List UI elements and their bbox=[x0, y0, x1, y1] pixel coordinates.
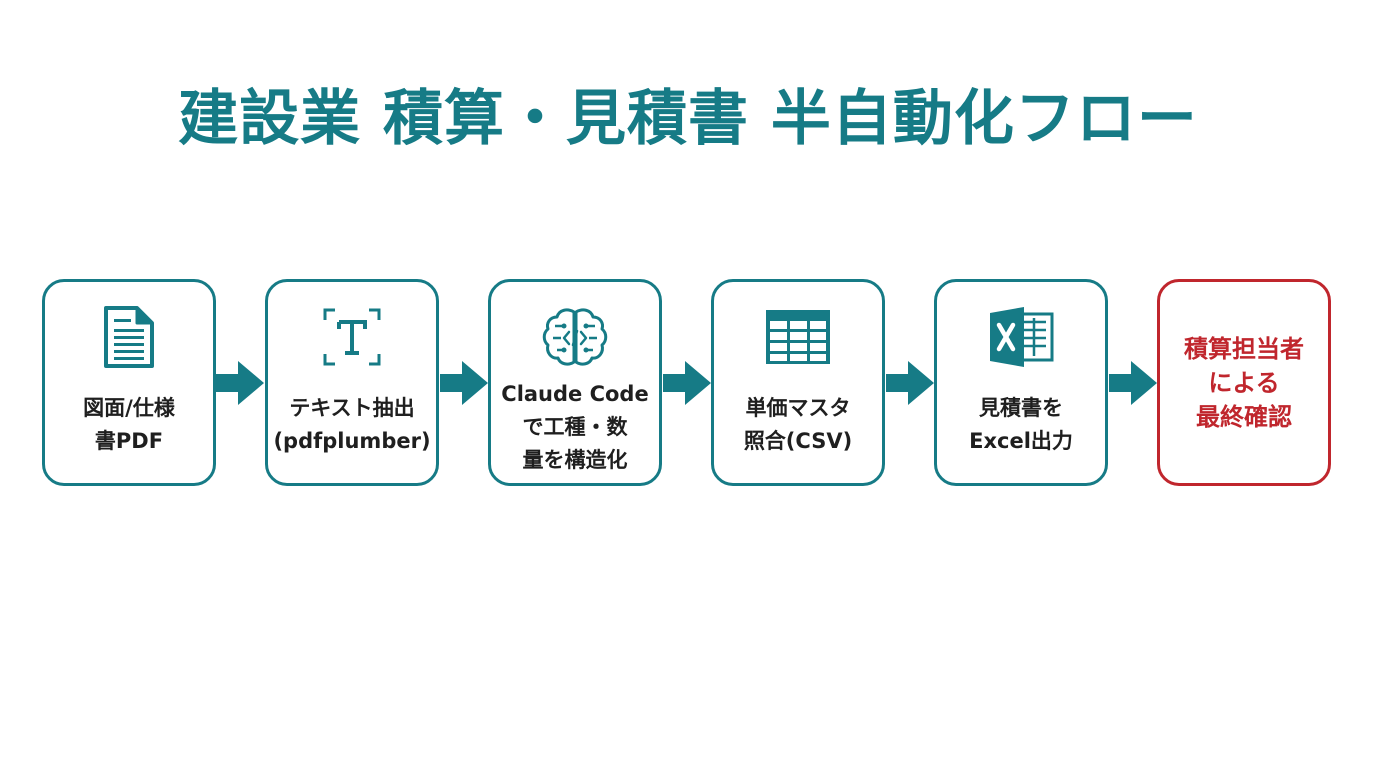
text-extract-icon bbox=[268, 304, 436, 370]
step-label: テキスト抽出 (pdfplumber) bbox=[273, 396, 431, 453]
arrow-right-icon bbox=[440, 361, 488, 405]
page-title: 建設業 積算・見積書 半自動化フロー bbox=[178, 84, 1198, 154]
flow-step-final-review: 積算担当者 による 最終確認 bbox=[1157, 279, 1331, 486]
step-label: Claude Code で工種・数 量を構造化 bbox=[501, 382, 649, 472]
excel-icon bbox=[937, 304, 1105, 370]
document-icon bbox=[45, 304, 213, 370]
step-label: 単価マスタ 照合(CSV) bbox=[743, 396, 853, 453]
step-label: 積算担当者 による 最終確認 bbox=[1184, 335, 1304, 431]
arrow-right-icon bbox=[886, 361, 934, 405]
step-label: 見積書を Excel出力 bbox=[969, 396, 1073, 453]
brain-code-icon bbox=[491, 304, 659, 370]
flow-step-unit-price-master: 単価マスタ 照合(CSV) bbox=[711, 279, 885, 486]
arrow-right-icon bbox=[663, 361, 711, 405]
arrow-right-icon bbox=[1109, 361, 1157, 405]
step-label: 図面/仕様 書PDF bbox=[83, 396, 175, 453]
flow-step-pdf: 図面/仕様 書PDF bbox=[42, 279, 216, 486]
flow-step-claude-code: Claude Code で工種・数 量を構造化 bbox=[488, 279, 662, 486]
flow-step-text-extract: テキスト抽出 (pdfplumber) bbox=[265, 279, 439, 486]
arrow-right-icon bbox=[216, 361, 264, 405]
table-icon bbox=[714, 304, 882, 370]
flow-step-excel-output: 見積書を Excel出力 bbox=[934, 279, 1108, 486]
